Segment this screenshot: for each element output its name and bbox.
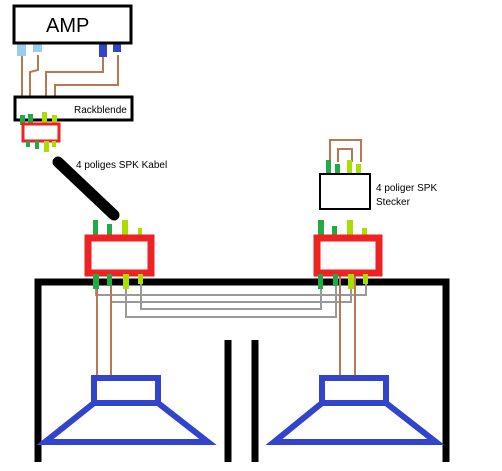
cable-label: 4 poliges SPK Kabel bbox=[76, 160, 167, 171]
amp-box: AMP bbox=[12, 4, 133, 45]
right-speaker bbox=[265, 375, 445, 445]
plug-label-line2: Stecker bbox=[376, 197, 411, 208]
rackblende-label: Rackblende bbox=[74, 105, 127, 116]
rackblende-bottom-pins bbox=[26, 141, 56, 152]
rackblende-connector bbox=[21, 122, 61, 143]
speaker-enclosure bbox=[34, 278, 450, 462]
amp-terminal-pins bbox=[17, 43, 121, 57]
rackblende-top-pins bbox=[20, 112, 57, 125]
amp-pin-1 bbox=[17, 43, 26, 56]
amp-pin-4 bbox=[113, 43, 121, 52]
left-speaker bbox=[36, 375, 217, 445]
spk-plug bbox=[319, 139, 371, 210]
amp-pin-2 bbox=[33, 43, 42, 52]
spk-cable bbox=[52, 156, 120, 221]
crossover-wires bbox=[95, 280, 367, 318]
left-connector bbox=[84, 220, 155, 289]
amp-pin-3 bbox=[99, 43, 107, 57]
right-connector bbox=[313, 220, 383, 289]
speaker-wires bbox=[96, 276, 356, 380]
plug-label-line1: 4 poliger SPK bbox=[376, 183, 437, 194]
amp-label: AMP bbox=[46, 15, 89, 37]
amp-to-rackblende-wires bbox=[21, 55, 119, 100]
